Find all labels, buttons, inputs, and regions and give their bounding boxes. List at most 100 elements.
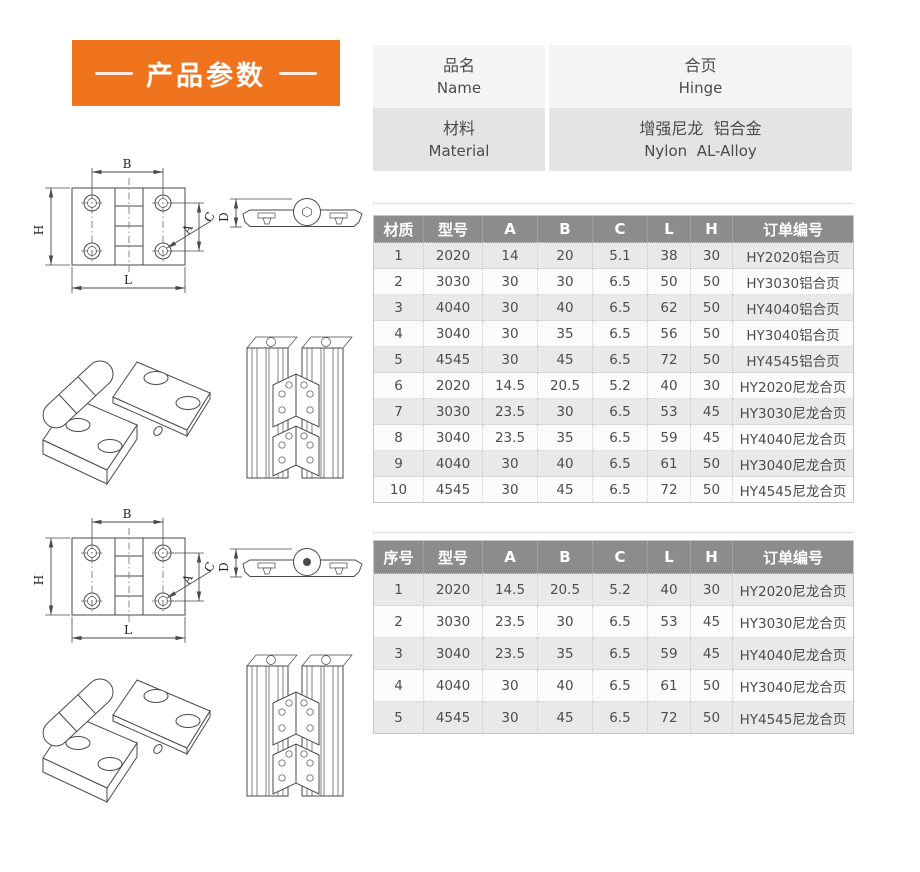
table-cell: HY3040尼龙合页 bbox=[732, 669, 854, 702]
name-label-en: Name bbox=[436, 78, 482, 97]
table-cell: 30 bbox=[537, 605, 593, 638]
table-cell: 30 bbox=[690, 372, 733, 399]
table-cell: HY2020尼龙合页 bbox=[732, 372, 854, 399]
table-cell: HY3030尼龙合页 bbox=[732, 398, 854, 425]
table-cell: 4040 bbox=[423, 294, 483, 321]
table-cell: HY3030铝合页 bbox=[732, 268, 854, 295]
table-cell: 20.5 bbox=[537, 372, 593, 399]
dash-icon bbox=[95, 71, 133, 75]
table-cell: 2020 bbox=[423, 372, 483, 399]
table-cell: 23.5 bbox=[482, 605, 538, 638]
section-banner: 产品参数 bbox=[72, 40, 340, 106]
table-cell: 45 bbox=[690, 637, 733, 670]
table-cell: 35 bbox=[537, 637, 593, 670]
table-cell: 5.2 bbox=[592, 372, 648, 399]
table-cell: 3040 bbox=[423, 637, 483, 670]
table-cell: 72 bbox=[647, 346, 691, 373]
table-cell: HY4040尼龙合页 bbox=[732, 424, 854, 451]
table-cell: 6.5 bbox=[592, 294, 648, 321]
info-value-material: 增强尼龙 铝合金 Nylon AL-Alloy bbox=[549, 108, 852, 171]
table-cell: 59 bbox=[647, 637, 691, 670]
table-cell: 2 bbox=[373, 268, 424, 295]
table-cell: HY3030尼龙合页 bbox=[732, 605, 854, 638]
table-cell: 4545 bbox=[423, 701, 483, 734]
table-cell: 72 bbox=[647, 476, 691, 503]
table-cell: 6.5 bbox=[592, 637, 648, 670]
table-cell: HY2020铝合页 bbox=[732, 242, 854, 269]
table-cell: 30 bbox=[482, 669, 538, 702]
table-cell: HY4040尼龙合页 bbox=[732, 637, 854, 670]
table-cell: 30 bbox=[482, 701, 538, 734]
table-cell: HY4040铝合页 bbox=[732, 294, 854, 321]
hex-socket-icon bbox=[302, 206, 312, 218]
table-cell: 4545 bbox=[423, 346, 483, 373]
table-cell: 6.5 bbox=[592, 605, 648, 638]
table-cell: 35 bbox=[537, 424, 593, 451]
table-cell: 4040 bbox=[423, 669, 483, 702]
divider-dotted bbox=[373, 203, 853, 204]
table-cell: 1 bbox=[373, 573, 424, 606]
table-cell: 50 bbox=[690, 669, 733, 702]
dash-icon bbox=[279, 71, 317, 75]
table-cell: 45 bbox=[537, 476, 593, 503]
divider-dotted bbox=[373, 532, 853, 533]
table-cell: 6.5 bbox=[592, 424, 648, 451]
table-cell: 3 bbox=[373, 637, 424, 670]
table-cell: 4 bbox=[373, 669, 424, 702]
table-cell: 10 bbox=[373, 476, 424, 503]
column-header: B bbox=[537, 215, 593, 243]
name-value-cn: 合页 bbox=[684, 56, 717, 76]
table-cell: 40 bbox=[537, 669, 593, 702]
column-header: 型号 bbox=[423, 215, 483, 243]
info-label-material: 材料 Material bbox=[373, 108, 545, 171]
table-cell: 61 bbox=[647, 669, 691, 702]
table-cell: 5.2 bbox=[592, 573, 648, 606]
info-label-name: 品名 Name bbox=[373, 45, 545, 108]
table-cell: 6.5 bbox=[592, 320, 648, 347]
table-cell: HY2020尼龙合页 bbox=[732, 573, 854, 606]
pin-hole-icon bbox=[303, 558, 311, 566]
table-cell: 40 bbox=[647, 573, 691, 606]
table-cell: 45 bbox=[690, 605, 733, 638]
table-cell: HY3040铝合页 bbox=[732, 320, 854, 347]
info-value-name: 合页 Hinge bbox=[549, 45, 852, 108]
name-label-cn: 品名 bbox=[442, 56, 475, 76]
table-cell: 53 bbox=[647, 605, 691, 638]
table-cell: 7 bbox=[373, 398, 424, 425]
table-cell: 38 bbox=[647, 242, 691, 269]
table-cell: 50 bbox=[690, 476, 733, 503]
column-header: 型号 bbox=[423, 540, 483, 574]
table-cell: 30 bbox=[482, 294, 538, 321]
column-header: 订单编号 bbox=[732, 215, 854, 243]
isometric-drawing-1 bbox=[37, 336, 353, 485]
material-value-en: Nylon AL-Alloy bbox=[644, 141, 757, 160]
table-cell: 45 bbox=[537, 701, 593, 734]
table-cell: 50 bbox=[647, 268, 691, 295]
table-cell: 50 bbox=[690, 320, 733, 347]
table-cell: 35 bbox=[537, 320, 593, 347]
table-cell: HY4545铝合页 bbox=[732, 346, 854, 373]
table-cell: 6.5 bbox=[592, 669, 648, 702]
table-cell: 56 bbox=[647, 320, 691, 347]
table-cell: 50 bbox=[690, 346, 733, 373]
table-cell: 59 bbox=[647, 424, 691, 451]
dimension-drawing-1 bbox=[30, 158, 370, 308]
table-cell: 45 bbox=[537, 346, 593, 373]
table-cell: HY4545尼龙合页 bbox=[732, 476, 854, 503]
table-cell: 50 bbox=[690, 450, 733, 477]
column-header: 材质 bbox=[373, 215, 424, 243]
page-title: 产品参数 bbox=[146, 60, 266, 92]
table-cell: 20.5 bbox=[537, 573, 593, 606]
